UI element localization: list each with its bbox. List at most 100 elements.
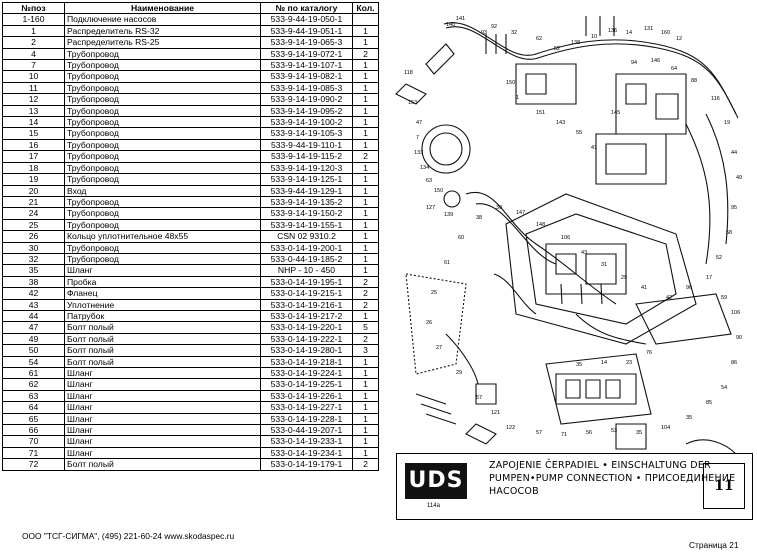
diagram-callout-label: 104: [661, 425, 670, 431]
page-number: Страница 21: [689, 540, 739, 550]
catalog-number-cell: CSN 02 9310.2: [260, 230, 353, 243]
diagram-callout-label: 147: [516, 210, 525, 216]
quantity-cell: 1: [352, 424, 379, 437]
diagram-callout-label: 49: [736, 175, 742, 181]
quantity-cell: 1: [352, 81, 379, 95]
sheet-number: 11: [703, 463, 745, 509]
name-cell: Шланг: [64, 366, 261, 380]
diagram-callout-label: 52: [716, 255, 722, 261]
catalog-number-cell: 533-0-14-19-233-1: [260, 435, 353, 448]
diagram-callout-label: 106: [731, 310, 740, 316]
quantity-cell: 1: [352, 366, 379, 380]
catalog-number-cell: 533-0-44-19-207-1: [260, 424, 353, 437]
position-cell: 1: [2, 24, 65, 38]
name-cell: Подключение насосов: [64, 13, 261, 26]
diagram-callout-label: 106: [561, 235, 570, 241]
catalog-number-cell: 533-9-44-19-050-1: [260, 13, 353, 26]
catalog-number-cell: 533-9-14-19-135-2: [260, 195, 353, 209]
name-cell: Трубопровод: [64, 138, 261, 152]
diagram-callout-label: 71: [561, 432, 567, 438]
catalog-number-cell: 533-9-14-19-090-2: [260, 93, 353, 106]
position-cell: 71: [2, 446, 65, 460]
diagram-callout-label: 136: [608, 28, 617, 34]
diagram-callout-label: 133: [414, 150, 423, 156]
name-cell: Трубопровод: [64, 195, 261, 209]
name-cell: Трубопровод: [64, 93, 261, 106]
diagram-callout-label: 140: [446, 22, 455, 28]
name-cell: Трубопровод: [64, 150, 261, 163]
diagram-callout-label: 42: [666, 295, 672, 301]
diagram-callout-label: 29: [456, 370, 462, 376]
quantity-cell: 1: [352, 412, 379, 426]
diagram-callout-label: 52: [554, 46, 560, 52]
quantity-cell: 1: [352, 36, 379, 49]
diagram-callout-label: 94: [631, 60, 637, 66]
quantity-cell: 1: [352, 207, 379, 220]
diagram-callout-label: 43: [581, 250, 587, 256]
diagram-callout-label: 53: [611, 428, 617, 434]
quantity-cell: 1: [352, 70, 379, 83]
position-cell: 7: [2, 59, 65, 72]
diagram-callout-label: 38: [476, 215, 482, 221]
catalog-number-cell: 533-9-14-19-082-1: [260, 70, 353, 83]
title-line-3: НАСОСОВ: [489, 486, 539, 497]
quantity-cell: 1: [352, 355, 379, 369]
position-cell: 70: [2, 435, 65, 448]
diagram-callout-label: 59: [721, 295, 727, 301]
catalog-number-cell: 533-0-14-19-234-1: [260, 446, 353, 460]
quantity-cell: 1: [352, 309, 379, 323]
title-block: UDS 114a ZAPOJENIE ČERPADIEL • EINSCHALT…: [396, 453, 753, 520]
diagram-callout-label: 139: [444, 212, 453, 218]
name-cell: Трубопровод: [64, 81, 261, 95]
catalog-number-cell: 533-9-44-19-051-1: [260, 24, 353, 38]
quantity-cell: 2: [352, 458, 379, 471]
diagram-callout-label: 30: [496, 205, 502, 211]
position-cell: 61: [2, 366, 65, 380]
position-cell: 11: [2, 81, 65, 95]
quantity-cell: 2: [352, 298, 379, 311]
diagram-callout-label: 92: [491, 24, 497, 30]
quantity-cell: 1: [352, 389, 379, 403]
diagram-callout-label: 118: [404, 70, 413, 76]
column-header: № по каталогу: [260, 1, 353, 15]
diagram-callout-label: 90: [736, 335, 742, 341]
name-cell: Кольцо уплотнительное 48х55: [64, 230, 261, 243]
diagram-callout-label: 145: [611, 110, 620, 116]
diagram-callout-label: 153: [408, 100, 417, 106]
quantity-cell: 1: [352, 59, 379, 72]
position-cell: 30: [2, 241, 65, 254]
diagram-callout-label: 60: [458, 235, 464, 241]
diagram-callout-label: 122: [506, 425, 515, 431]
position-cell: 32: [2, 252, 65, 266]
position-cell: 65: [2, 412, 65, 426]
name-cell: Трубопровод: [64, 59, 261, 72]
diagram-callout-label: 31: [601, 262, 607, 268]
catalog-number-cell: 533-9-14-19-125-1: [260, 173, 353, 186]
name-cell: Болт полый: [64, 321, 261, 334]
position-cell: 38: [2, 275, 65, 289]
diagram-callout-label: 10: [591, 34, 597, 40]
position-cell: 63: [2, 389, 65, 403]
quantity-cell: 2: [352, 150, 379, 163]
catalog-number-cell: 533-9-44-19-110-1: [260, 138, 353, 152]
catalog-number-cell: 533-0-14-19-225-1: [260, 378, 353, 391]
uds-logo: UDS: [405, 463, 467, 499]
position-cell: 47: [2, 321, 65, 334]
position-cell: 72: [2, 458, 65, 471]
diagram-callout-label: 41: [641, 285, 647, 291]
diagram-callout-label: 143: [556, 120, 565, 126]
